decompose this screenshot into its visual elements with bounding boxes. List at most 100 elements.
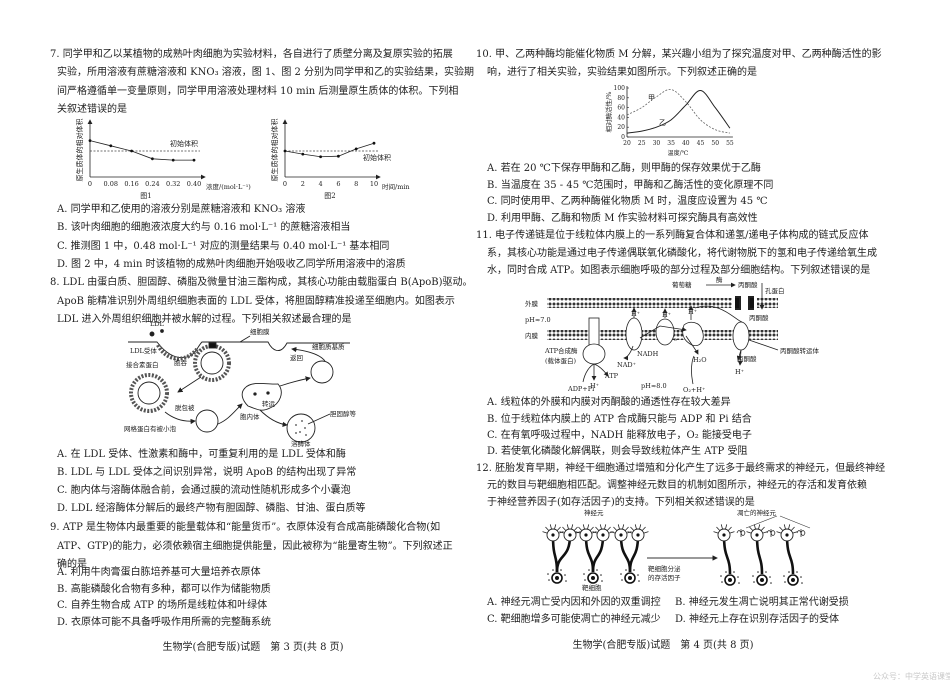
neuron [627,524,649,573]
neuron-nucleus [636,533,640,537]
label-survival-factor: 靶细胞分泌 [648,564,681,573]
apoptotic-neuron [736,529,746,537]
survival-factor-dot [625,569,627,571]
q12-option-c: C. 靶细胞增多可能使凋亡的神经元减少 [487,614,661,625]
returning-vesicle [310,360,334,384]
data-point [372,141,376,145]
outer-membrane [547,298,732,308]
label-atp: ATP [604,372,619,380]
label-survival-factor: 的存活因子 [648,573,681,582]
label-return: 返回 [290,354,303,362]
x-tick-label: 8 [354,180,358,188]
q8-ldl-diagram [128,329,350,443]
q12-option-a: A. 神经元凋亡受内因和外因的双重调控 [487,597,661,608]
q7-stem-line: 7. 同学甲和乙以某植物的成熟叶肉细胞为实验材料，各自进行了质壁分离及复原实验的… [50,49,453,60]
survival-factor-dot [738,582,740,584]
survival-factor-dot [596,569,598,571]
q12-stem-line: 元的数目与靶细胞相匹配。调整神经元数目的机制如图所示，神经元的存活和发育依赖 [487,480,867,491]
label-transporter: 丙酮酸转运体 [780,346,820,355]
y-tick-label: 40 [617,114,625,121]
survival-factor-dot [620,573,622,575]
q12-neuron-diagram: 神经元 靶细胞 靶细胞分泌 的存活因子 凋亡的神经元 [542,508,811,592]
outer-membrane [757,298,778,308]
q12-option-d: D. 神经元上存在识别存活因子的受体 [675,614,840,625]
label-carrier-protein: (载体蛋白) [545,356,577,365]
label-lysosome: 溶酶体 [291,439,311,448]
q10-ylabel: 相对酶活性/% [604,92,613,133]
ldl-particle [149,331,155,337]
survival-factor-dot [637,574,639,576]
x-tick-label: 45 [697,140,705,147]
survival-factor-dot [588,569,590,571]
label-uncoat: 脱包被 [175,403,195,412]
fig1-caption: 图1 [140,192,151,200]
q7-option-d: D. 图 2 中，4 min 时该植物的成熟叶肉细胞开始吸收乙同学所用溶液中的溶… [57,259,406,270]
q12-stem-line: 12. 胚胎发育早期，神经干细胞通过增殖和分化产生了远多于最终需求的神经元，但最… [476,463,886,474]
survival-factor-dot [601,580,603,582]
label-adp-pi: ADP+Pi [567,385,594,393]
neuron-nucleus [722,533,726,537]
q9-option-b: B. 高能磷酸化合物有多种，都可以作为储能物质 [57,584,271,595]
fig1-xlabel: 浓度/(mol·L⁻¹) [206,182,251,191]
y-tick-label: 0 [621,134,625,141]
label-ldl-receptor: LDL受体 [130,346,157,355]
label-membrane: 细胞膜 [250,327,270,336]
neuron-nucleus [584,533,588,537]
neuron-nucleus [755,533,759,537]
page-footer-right: 生物学(合肥专版)试题 第 4 页(共 8 页) [572,640,754,651]
q7-stem-line: 关叙述错误的是 [57,104,127,115]
q9-option-c: C. 自养生物合成 ATP 的场所是线粒体和叶绿体 [57,600,268,611]
neuron-nucleus [601,533,605,537]
survival-factor-dot [796,571,798,573]
x-tick-label: 4 [319,180,323,188]
coated-vesicle [137,381,161,405]
q7-option-b: B. 该叶肉细胞的细胞液浓度大约与 0.16 mol·L⁻¹ 的蔗糖溶液相当 [57,222,351,233]
x-tick-label: 0.08 [104,180,118,188]
complex-4 [682,321,704,347]
apoptotic-pointer [745,515,811,529]
q11-stem-line: 水，同时合成 ATP。如图表示细胞呼吸的部分过程及部分细胞结构。下列叙述错误的是 [487,265,871,276]
x-tick-label: 20 [623,140,631,147]
y-tick-label: 60 [617,105,625,112]
target-cell-nucleus [555,576,559,580]
q8-stem-line: ApoB 能精准识别外周组织细胞表面的 LDL 受体，将胆固醇精准投递至细胞内。… [57,296,455,307]
survival-factor-dot [547,573,549,575]
target-cell-nucleus [728,578,732,582]
data-point [337,154,340,158]
label-endocytosis: 胞吞 [174,358,188,367]
label-h-bottom: H⁺ [735,368,744,376]
x-tick-label: 25 [638,140,646,147]
uncoated-vesicle [195,409,219,433]
label-cytoplasm: 细胞质基质 [312,342,345,351]
q11-mitochondria-diagram [547,282,779,385]
target-cell-nucleus [760,578,764,582]
survival-factor-dot [725,571,727,573]
neuron [746,524,768,575]
page-footer-left: 生物学(合肥专版)试题 第 3 页(共 8 页) [162,642,344,653]
q11-stem-line: 系，其核心功能是通过电子传递偶联氧化磷酸化，将代谢物脱下的氢和电子传递给氧生成 [487,248,877,259]
label-ph-outer: pH≈7.0 [525,316,551,324]
fig2-caption: 图2 [324,192,335,200]
label-porin: 孔蛋白 [765,286,785,295]
budding-vesicle [200,351,224,375]
label-pyruvate-mid: 丙酮酸 [749,313,769,322]
complex-1 [625,317,643,351]
label-h2o: H₂O [693,356,707,364]
label-outer-membrane: 外膜 [525,299,539,308]
label-target-cell: 靶细胞 [582,583,602,592]
survival-factor-dot [737,576,739,578]
survival-factor-dot [721,581,723,583]
data-line [89,140,194,161]
data-point [283,149,287,153]
pyruvate-transporter [732,321,750,351]
q9-option-a: A. 利用牛肉膏蛋白胨培养基可大量培养衣原体 [57,567,261,578]
ldl-particle [160,329,164,333]
survival-factor-dot [783,575,785,577]
q11-stem-line: 11. 电子传递链是位于线粒体内膜上的一系列酶复合体和递氢/递电子体构成的链式反… [476,230,869,241]
survival-factor-dot [770,582,772,584]
q7-option-a: A. 同学甲和乙使用的溶液分别是蔗糖溶液和 KNO₃ 溶液 [57,204,306,215]
survival-factor-dot [600,574,602,576]
label-ph-inner: pH≈8.0 [641,382,667,390]
q10-series-label-jia: 甲 [648,94,655,102]
